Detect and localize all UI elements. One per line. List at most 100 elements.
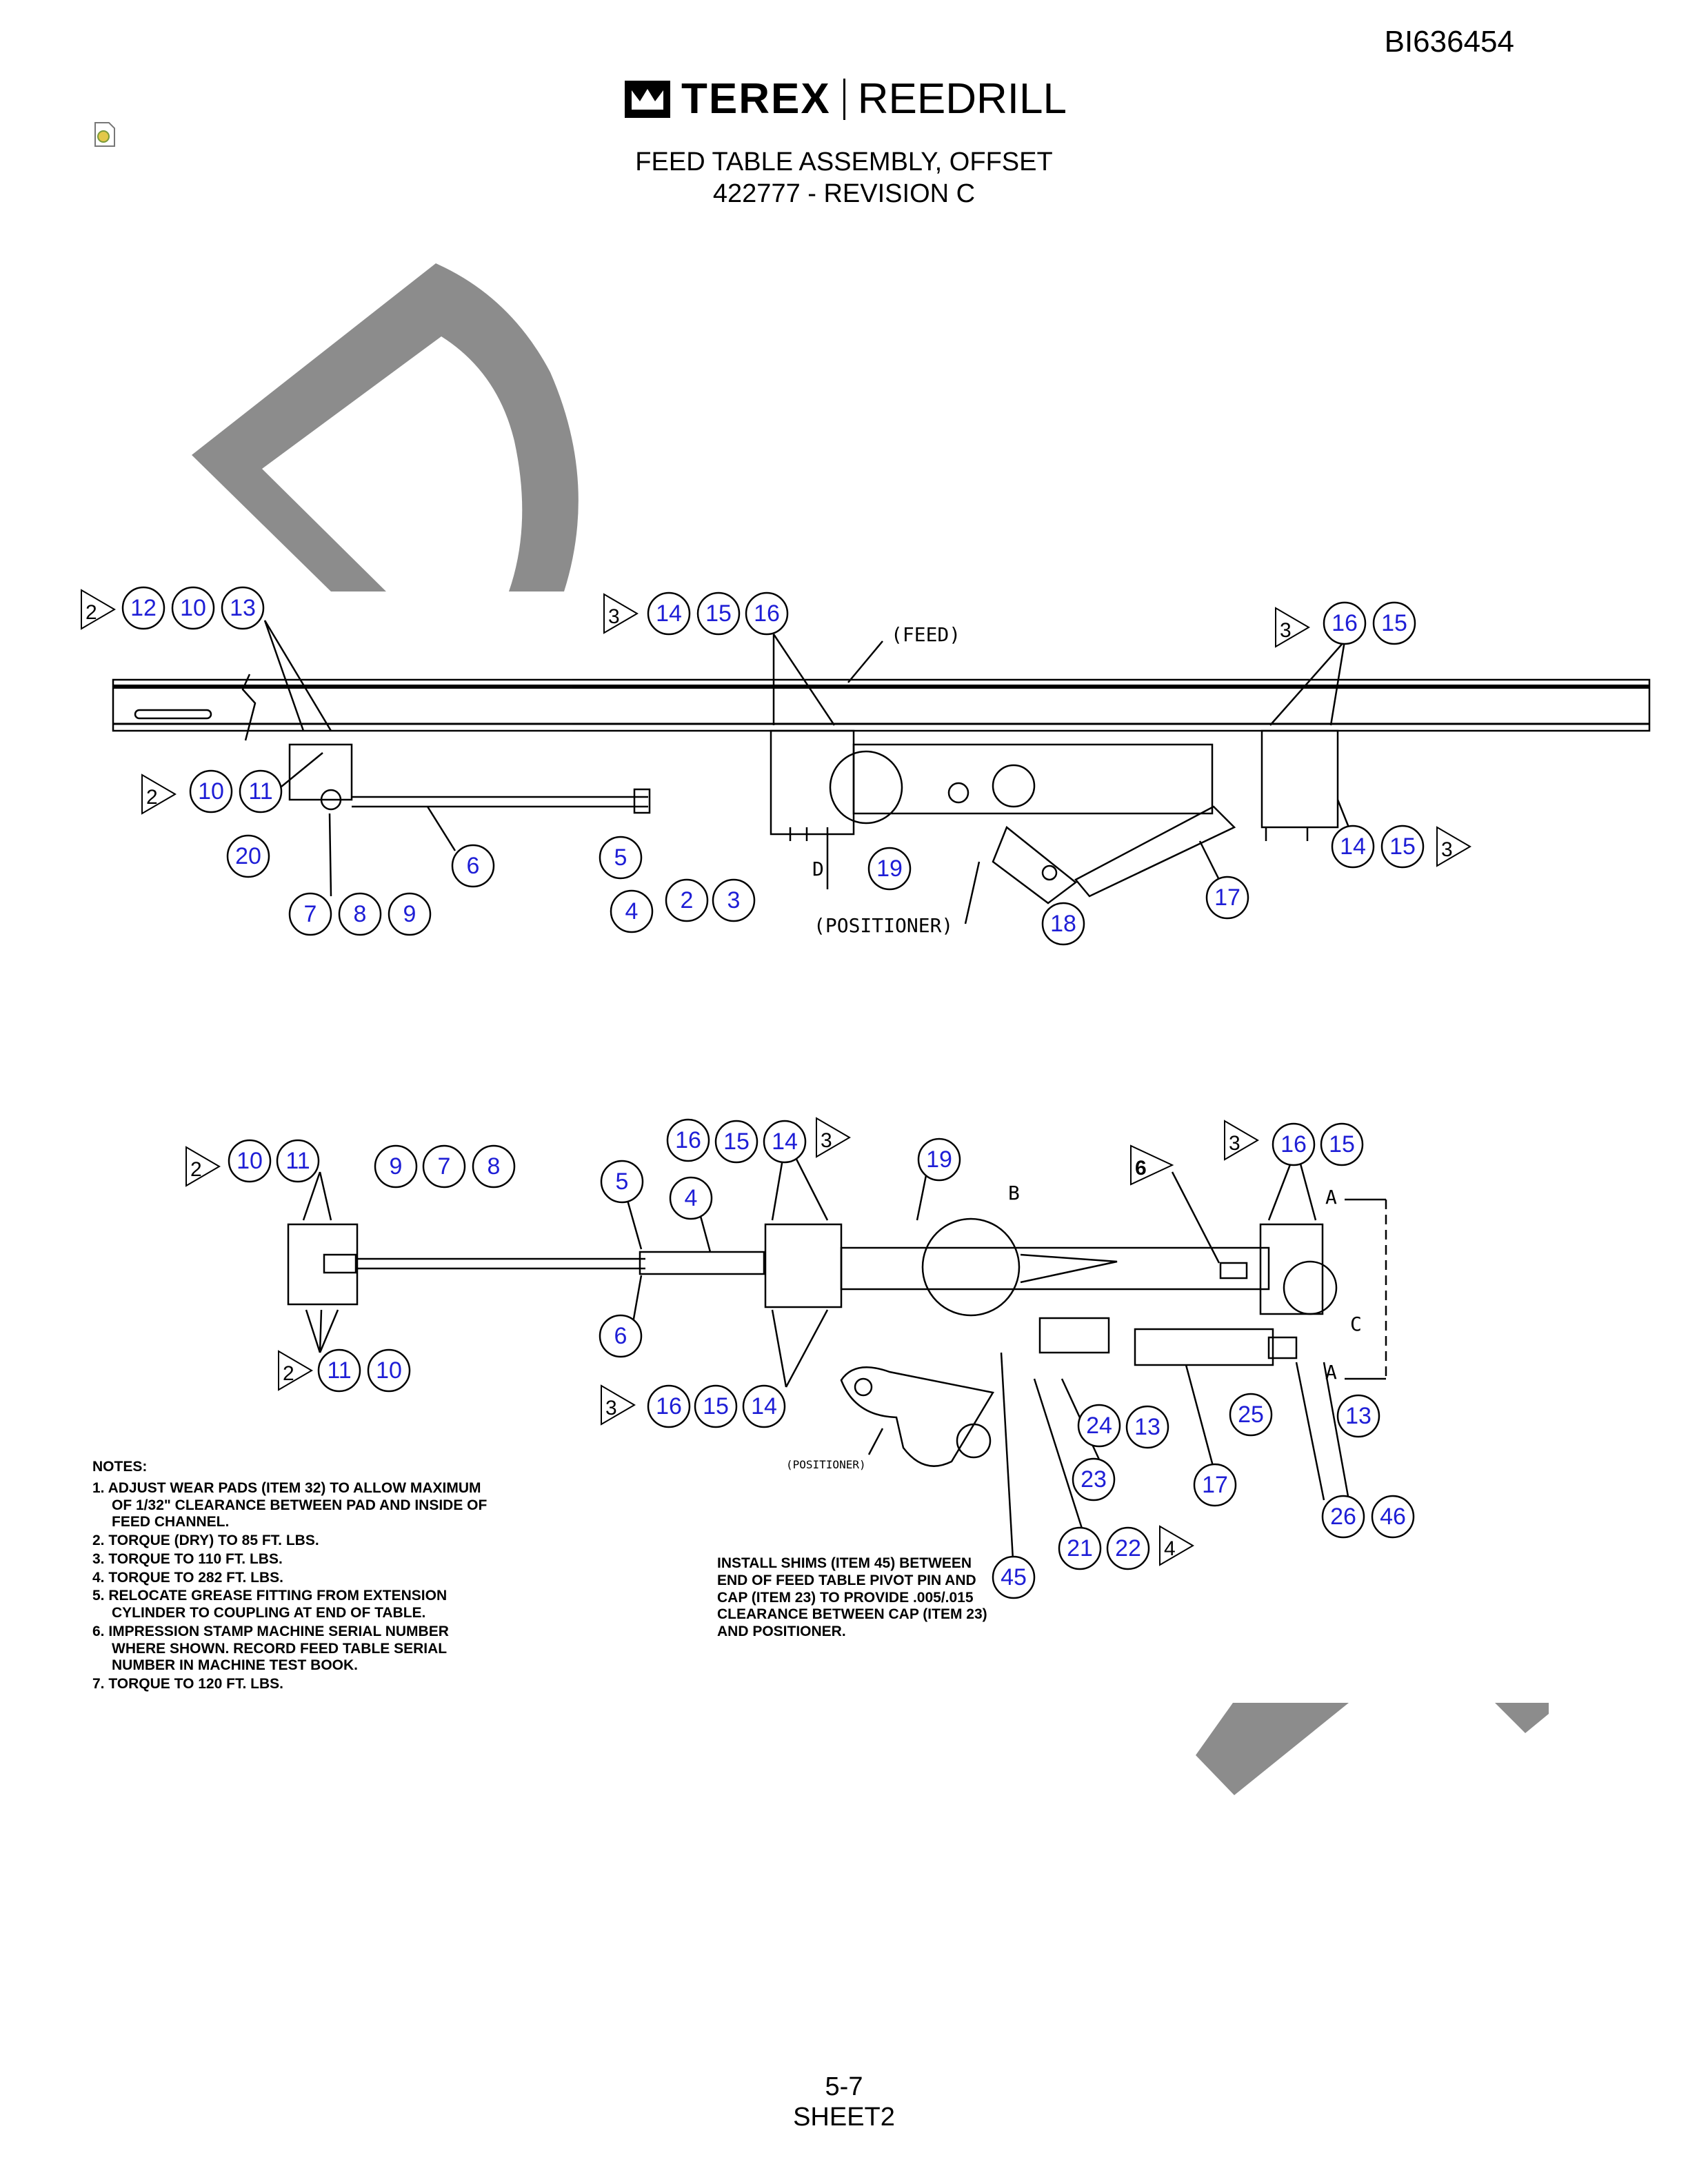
callout-bot-22: 22 (1106, 1526, 1150, 1570)
callout-top-9: 9 (388, 892, 432, 936)
svg-text:9: 9 (390, 1153, 403, 1180)
flag-bot-right: 3 (1224, 1120, 1259, 1161)
svg-text:45: 45 (1001, 1564, 1027, 1590)
callout-bot-10b: 10 (367, 1348, 411, 1393)
svg-text:11: 11 (327, 1357, 351, 1384)
svg-text:13: 13 (230, 595, 256, 621)
svg-text:17: 17 (1202, 1472, 1228, 1498)
callout-top-17: 17 (1205, 876, 1249, 920)
document-icon[interactable] (91, 121, 117, 148)
callout-bot-11b: 11 (317, 1348, 361, 1393)
svg-text:9: 9 (403, 901, 416, 927)
svg-text:15: 15 (723, 1129, 750, 1155)
page-number: 5-7 (825, 2072, 863, 2101)
svg-text:15: 15 (703, 1393, 729, 1419)
svg-text:8: 8 (354, 901, 367, 927)
svg-text:10: 10 (376, 1357, 402, 1384)
note-6: 6. IMPRESSION STAMP MACHINE SERIAL NUMBE… (92, 1623, 449, 1674)
callout-bot-46: 46 (1371, 1495, 1415, 1539)
svg-text:2: 2 (681, 887, 694, 913)
flag-bot-lower-left: 2 (278, 1350, 313, 1391)
callout-bot-17: 17 (1193, 1463, 1237, 1507)
svg-text:16: 16 (1332, 610, 1358, 636)
svg-text:8: 8 (488, 1153, 501, 1180)
svg-text:10: 10 (237, 1148, 263, 1174)
callout-top-19: 19 (867, 847, 912, 891)
bottom-view (287, 1138, 1387, 1573)
callout-top-13: 13 (221, 586, 265, 630)
svg-text:2: 2 (283, 1362, 294, 1385)
callout-bot-16b: 16 (1272, 1122, 1316, 1166)
svg-text:16: 16 (754, 600, 780, 627)
svg-text:2: 2 (146, 786, 158, 809)
label-feed: (FEED) (891, 623, 961, 646)
svg-text:19: 19 (926, 1146, 952, 1173)
callout-bot-15a: 15 (714, 1120, 758, 1164)
svg-text:23: 23 (1081, 1466, 1107, 1493)
svg-text:12: 12 (130, 595, 157, 621)
svg-text:13: 13 (1345, 1403, 1372, 1429)
callout-bot-5: 5 (600, 1160, 644, 1204)
callout-bot-6: 6 (599, 1314, 643, 1358)
callout-bot-4: 4 (669, 1176, 713, 1220)
callout-bot-24: 24 (1077, 1404, 1121, 1448)
callout-top-10b: 10 (189, 769, 233, 813)
svg-text:3: 3 (1229, 1132, 1240, 1155)
svg-text:15: 15 (705, 600, 732, 627)
svg-text:24: 24 (1086, 1413, 1112, 1439)
svg-text:5: 5 (614, 845, 627, 871)
svg-text:4: 4 (685, 1185, 698, 1211)
callout-top-12: 12 (121, 586, 165, 630)
svg-text:3: 3 (605, 1397, 617, 1419)
callout-bot-23: 23 (1072, 1457, 1116, 1502)
callout-bot-14c: 14 (742, 1384, 786, 1428)
label-c: C (1350, 1313, 1362, 1335)
svg-text:2: 2 (190, 1158, 202, 1181)
callout-bot-21: 21 (1058, 1526, 1102, 1570)
callout-top-15b: 15 (1372, 601, 1416, 645)
note-2: 2. TORQUE (DRY) TO 85 FT. LBS. (92, 1533, 319, 1549)
svg-text:10: 10 (198, 778, 224, 805)
svg-text:10: 10 (180, 595, 206, 621)
svg-text:2: 2 (86, 601, 97, 624)
svg-text:14: 14 (1340, 833, 1366, 860)
document-id: BI636454 (1384, 25, 1514, 59)
svg-text:14: 14 (751, 1393, 777, 1419)
svg-text:16: 16 (675, 1127, 701, 1153)
svg-text:17: 17 (1214, 884, 1240, 911)
svg-text:21: 21 (1067, 1535, 1093, 1561)
callout-top-3: 3 (712, 878, 756, 922)
svg-text:6: 6 (467, 853, 480, 879)
svg-text:4: 4 (625, 898, 639, 924)
watermark (192, 263, 1549, 1795)
terex-crown-icon (625, 80, 670, 118)
svg-text:46: 46 (1380, 1504, 1406, 1530)
note-1: 1. ADJUST WEAR PADS (ITEM 32) TO ALLOW M… (92, 1479, 488, 1530)
svg-text:18: 18 (1050, 911, 1076, 937)
callout-bot-11a: 11 (276, 1139, 320, 1183)
svg-text:6: 6 (1135, 1157, 1147, 1180)
callout-top-15c: 15 (1380, 825, 1425, 869)
svg-text:13: 13 (1134, 1414, 1160, 1440)
svg-text:3: 3 (608, 605, 620, 628)
svg-text:15: 15 (1381, 610, 1407, 636)
svg-text:4: 4 (1164, 1537, 1176, 1560)
flag-top-lower-right: 3 (1436, 826, 1471, 867)
callout-top-6: 6 (451, 844, 495, 888)
callout-bot-9: 9 (374, 1144, 418, 1189)
callout-bot-8: 8 (472, 1144, 516, 1189)
svg-text:3: 3 (1441, 838, 1453, 861)
callout-top-5: 5 (599, 836, 643, 880)
callout-bot-26: 26 (1321, 1495, 1365, 1539)
flag-top-lower-left: 2 (141, 774, 177, 815)
callout-bot-15c: 15 (694, 1384, 738, 1428)
svg-text:5: 5 (616, 1169, 629, 1195)
svg-text:3: 3 (1280, 619, 1292, 642)
callout-top-15a: 15 (696, 592, 741, 636)
callout-bot-14a: 14 (763, 1120, 807, 1164)
flag-bot-lower-mid: 3 (601, 1384, 636, 1426)
svg-text:11: 11 (248, 778, 272, 805)
top-view (112, 620, 1651, 924)
label-a-top: A (1325, 1186, 1337, 1209)
